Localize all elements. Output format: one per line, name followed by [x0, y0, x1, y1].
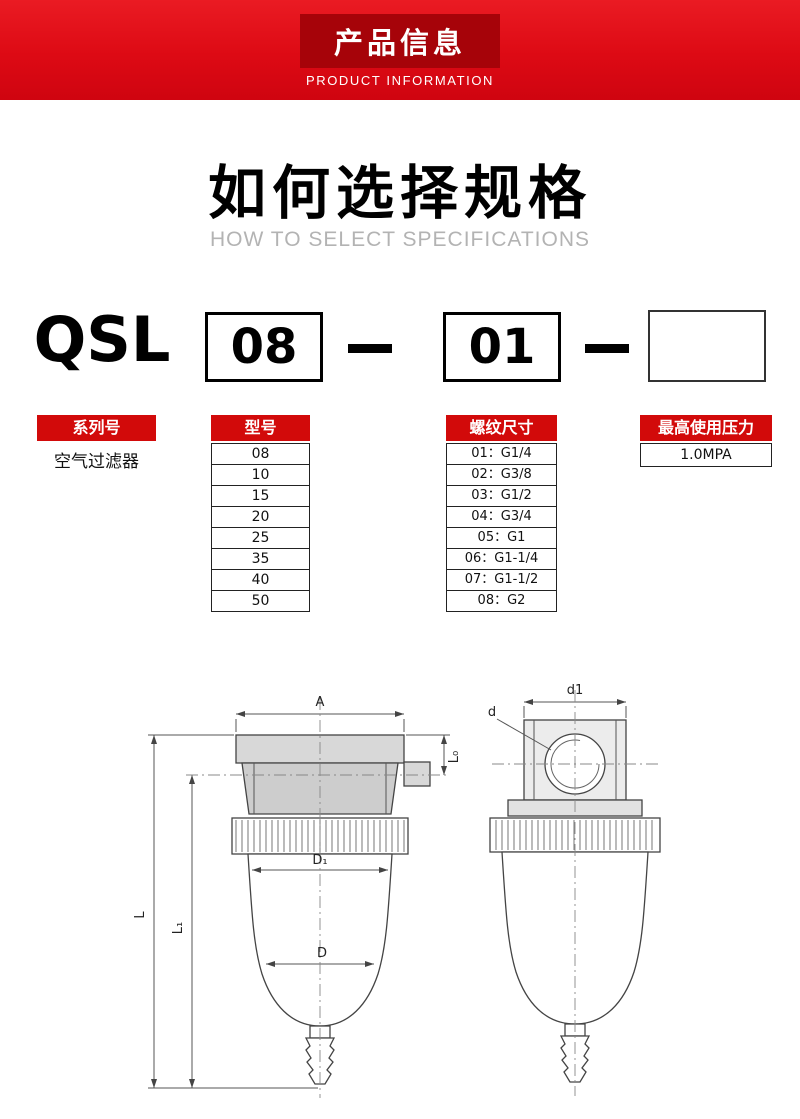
dim-label-L1: L₁ [171, 922, 186, 934]
model-option: 15 [212, 486, 309, 507]
model-series-code: QSL [33, 303, 171, 376]
thread-option: 05：G1 [447, 528, 556, 549]
banner-subtitle: PRODUCT INFORMATION [305, 73, 495, 88]
product-info-banner: 产品信息 PRODUCT INFORMATION [0, 0, 800, 100]
pressure-value: 1.0MPA [640, 443, 772, 467]
model-code-box: 08 [205, 312, 323, 382]
series-label: 系列号 [37, 415, 156, 441]
section-title: 如何选择规格 [207, 159, 592, 227]
thread-label: 螺纹尺寸 [446, 415, 557, 441]
section-subtitle: HOW TO SELECT SPECIFICATIONS [209, 228, 590, 251]
model-option: 20 [212, 507, 309, 528]
banner-title: 产品信息 [299, 14, 500, 68]
thread-option: 07：G1-1/2 [447, 570, 556, 591]
model-option: 50 [251, 593, 270, 609]
thread-code-box: 01 [443, 312, 561, 382]
model-option: 25 [212, 528, 309, 549]
thread-option: 08：G2 [477, 593, 526, 608]
thread-option: 01：G1/4 [447, 444, 556, 465]
dim-label-d1: d1 [567, 683, 584, 698]
thread-option: 04：G3/4 [447, 507, 556, 528]
thread-option: 06：G1-1/4 [447, 549, 556, 570]
pressure-code-box [648, 310, 766, 382]
left-filter-drawing: A L₀ D₁ D L L₁ [133, 695, 462, 1098]
dash-separator [585, 344, 629, 353]
thread-options-table: 01：G1/4 02：G3/8 03：G1/2 04：G3/4 05：G1 06… [446, 443, 557, 612]
right-filter-drawing: d1 d [488, 683, 661, 1096]
dim-label-L0: L₀ [447, 751, 462, 763]
model-label: 型号 [211, 415, 310, 441]
thread-option: 02：G3/8 [447, 465, 556, 486]
dash-separator [348, 344, 392, 353]
model-option: 10 [212, 465, 309, 486]
model-option: 08 [212, 444, 309, 465]
model-options-table: 08 10 15 20 25 35 40 50 [211, 443, 310, 612]
pressure-label: 最高使用压力 [640, 415, 772, 441]
dim-label-d: d [488, 705, 496, 720]
dim-label-L: L [133, 911, 148, 919]
dim-label-D: D [317, 946, 327, 961]
model-option: 40 [212, 570, 309, 591]
series-value: 空气过滤器 [54, 452, 139, 472]
model-option: 35 [212, 549, 309, 570]
thread-option: 03：G1/2 [447, 486, 556, 507]
dim-label-D1: D₁ [312, 853, 327, 868]
dim-label-A: A [316, 695, 325, 710]
